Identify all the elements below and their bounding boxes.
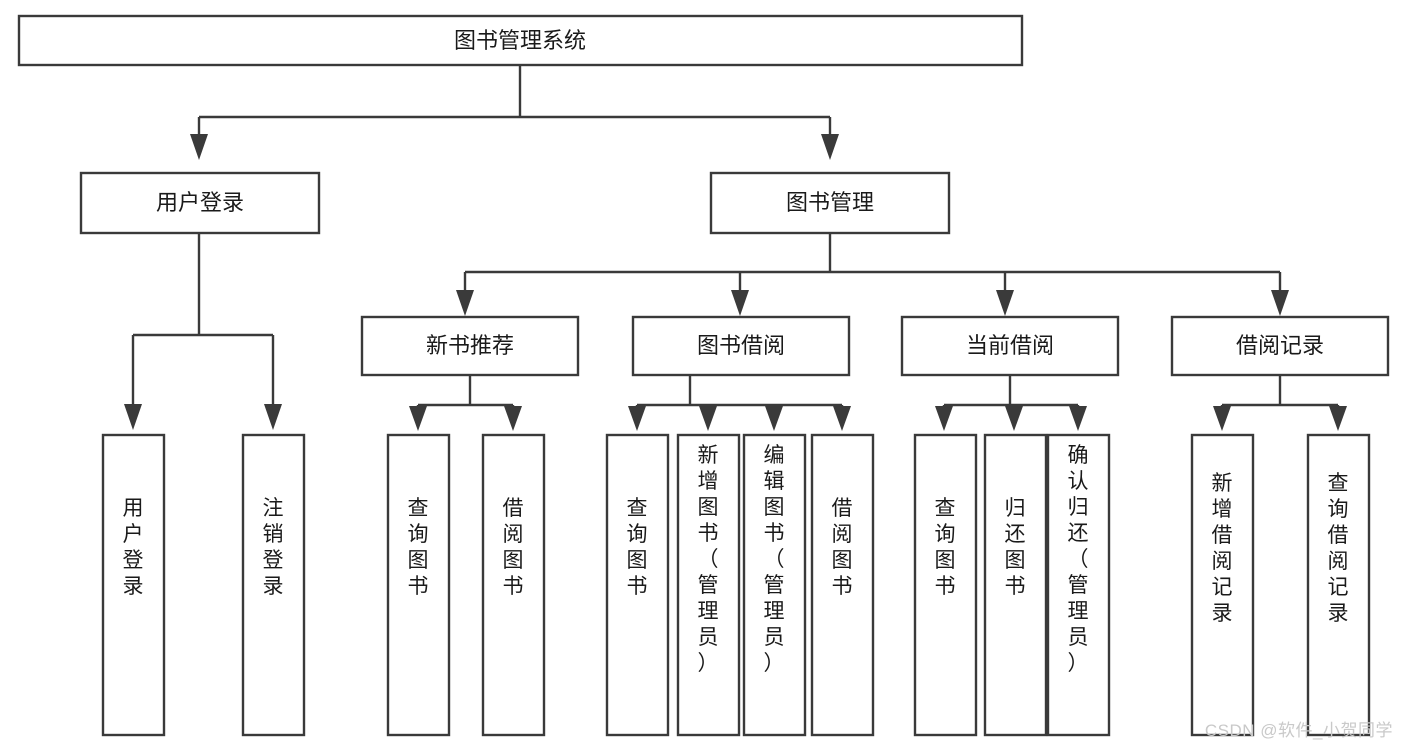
node-leaf-borrow-book-1-box[interactable] — [481, 433, 546, 737]
arrow-head-leaf-user-login — [124, 404, 142, 430]
node-book-borrow-label: 图书借阅 — [697, 333, 785, 358]
node-leaf-borrow-book-2-label: 借阅图书 — [832, 497, 853, 598]
node-leaf-return-book[interactable]: 归还图书 — [983, 433, 1048, 737]
arrow-head-leaf-add-book — [699, 406, 717, 431]
node-leaf-edit-book-box[interactable] — [742, 433, 807, 737]
node-leaf-confirm-return-label: 确认归还（管理员） — [1068, 444, 1089, 675]
arrow-head-leaf-add-record — [1213, 406, 1231, 431]
node-borrow-record[interactable]: 借阅记录 — [1170, 315, 1390, 377]
connector-group-book-manage — [456, 233, 1289, 316]
node-new-book-rec-box[interactable] — [360, 315, 580, 377]
node-leaf-return-book-box[interactable] — [983, 433, 1048, 737]
node-book-borrow[interactable]: 图书借阅 — [631, 315, 851, 377]
node-leaf-add-record-box[interactable] — [1190, 433, 1255, 737]
csdn-watermark: CSDN @软件_小贺同学 — [1204, 721, 1393, 740]
node-book-borrow-box[interactable] — [631, 315, 851, 377]
node-current-borrow-box[interactable] — [900, 315, 1120, 377]
node-leaf-borrow-book-2-box[interactable] — [810, 433, 875, 737]
node-leaf-borrow-book-1-label: 借阅图书 — [503, 497, 524, 598]
node-leaf-confirm-return-box[interactable] — [1046, 433, 1111, 737]
node-leaf-query-record-box[interactable] — [1306, 433, 1371, 737]
arrow-head-book-manage — [821, 134, 839, 160]
node-root-label: 图书管理系统 — [454, 28, 586, 53]
arrow-head-leaf-edit-book — [765, 406, 783, 431]
arrow-head-new-book-rec — [456, 290, 474, 316]
arrow-head-leaf-query-book-2 — [628, 406, 646, 431]
node-new-book-rec-label: 新书推荐 — [426, 333, 514, 358]
node-leaf-return-book-label: 归还图书 — [1005, 497, 1026, 598]
node-leaf-query-record-label: 查询借阅记录 — [1328, 472, 1349, 625]
node-leaf-query-book-2[interactable]: 查询图书 — [605, 433, 670, 737]
arrow-head-leaf-logout — [264, 404, 282, 430]
node-borrow-record-label: 借阅记录 — [1236, 333, 1324, 358]
node-current-borrow[interactable]: 当前借阅 — [900, 315, 1120, 377]
node-leaf-logout[interactable]: 注销登录 — [241, 433, 306, 737]
node-user-login-label: 用户登录 — [156, 190, 244, 215]
node-borrow-record-box[interactable] — [1170, 315, 1390, 377]
node-leaf-add-record-label: 新增借阅记录 — [1212, 472, 1233, 625]
node-leaf-add-book-box[interactable] — [676, 433, 741, 737]
node-leaf-borrow-book-1[interactable]: 借阅图书 — [481, 433, 546, 737]
arrow-head-leaf-borrow-book-1 — [504, 406, 522, 431]
node-leaf-query-book-3-label: 查询图书 — [935, 497, 956, 598]
node-book-manage-box[interactable] — [709, 171, 951, 235]
connector-group-current-borrow — [935, 375, 1087, 431]
node-leaf-query-book-3-box[interactable] — [913, 433, 978, 737]
node-leaf-add-record[interactable]: 新增借阅记录 — [1190, 433, 1255, 737]
arrow-head-leaf-confirm-return — [1069, 406, 1087, 431]
node-leaf-edit-book[interactable]: 编辑图书（管理员） — [742, 433, 807, 737]
arrow-head-leaf-borrow-book-2 — [833, 406, 851, 431]
node-user-login[interactable]: 用户登录 — [79, 171, 321, 235]
node-current-borrow-label: 当前借阅 — [966, 333, 1054, 358]
arrow-head-leaf-query-book-1 — [409, 406, 427, 431]
node-leaf-logout-label: 注销登录 — [263, 497, 284, 598]
node-root[interactable]: 图书管理系统 — [17, 14, 1024, 67]
node-leaf-edit-book-label: 编辑图书（管理员） — [764, 444, 785, 675]
arrow-head-user-login — [190, 134, 208, 160]
node-leaf-user-login-label: 用户登录 — [123, 497, 144, 598]
arrow-head-borrow-record — [1271, 290, 1289, 316]
node-new-book-rec[interactable]: 新书推荐 — [360, 315, 580, 377]
node-leaf-logout-box[interactable] — [241, 433, 306, 737]
arrow-head-leaf-return-book — [1005, 406, 1023, 431]
node-book-manage[interactable]: 图书管理 — [709, 171, 951, 235]
arrow-head-leaf-query-book-3 — [935, 406, 953, 431]
node-leaf-borrow-book-2[interactable]: 借阅图书 — [810, 433, 875, 737]
node-leaf-user-login-box[interactable] — [101, 433, 166, 737]
connector-group-root — [190, 66, 839, 160]
node-leaf-query-record[interactable]: 查询借阅记录 — [1306, 433, 1371, 737]
node-leaf-query-book-2-label: 查询图书 — [627, 497, 648, 598]
node-leaf-add-book-label: 新增图书（管理员） — [698, 444, 719, 675]
node-leaf-query-book-1-label: 查询图书 — [408, 497, 429, 598]
node-leaf-query-book-3[interactable]: 查询图书 — [913, 433, 978, 737]
node-user-login-box[interactable] — [79, 171, 321, 235]
node-leaf-user-login[interactable]: 用户登录 — [101, 433, 166, 737]
node-leaf-add-book[interactable]: 新增图书（管理员） — [676, 433, 741, 737]
node-root-box[interactable] — [17, 14, 1024, 67]
arrow-head-book-borrow — [731, 290, 749, 316]
node-leaf-query-book-2-box[interactable] — [605, 433, 670, 737]
connector-group-user-login — [124, 233, 282, 430]
connector-group-book-borrow — [628, 375, 851, 431]
arrow-head-current-borrow — [996, 290, 1014, 316]
arrow-head-leaf-query-record — [1329, 406, 1347, 431]
connector-group-new-book-rec — [409, 375, 522, 431]
node-leaf-query-book-1-box[interactable] — [386, 433, 451, 737]
connector-group-borrow-record — [1213, 375, 1347, 431]
node-leaf-query-book-1[interactable]: 查询图书 — [386, 433, 451, 737]
node-leaf-confirm-return[interactable]: 确认归还（管理员） — [1046, 433, 1111, 737]
node-book-manage-label: 图书管理 — [786, 190, 874, 215]
